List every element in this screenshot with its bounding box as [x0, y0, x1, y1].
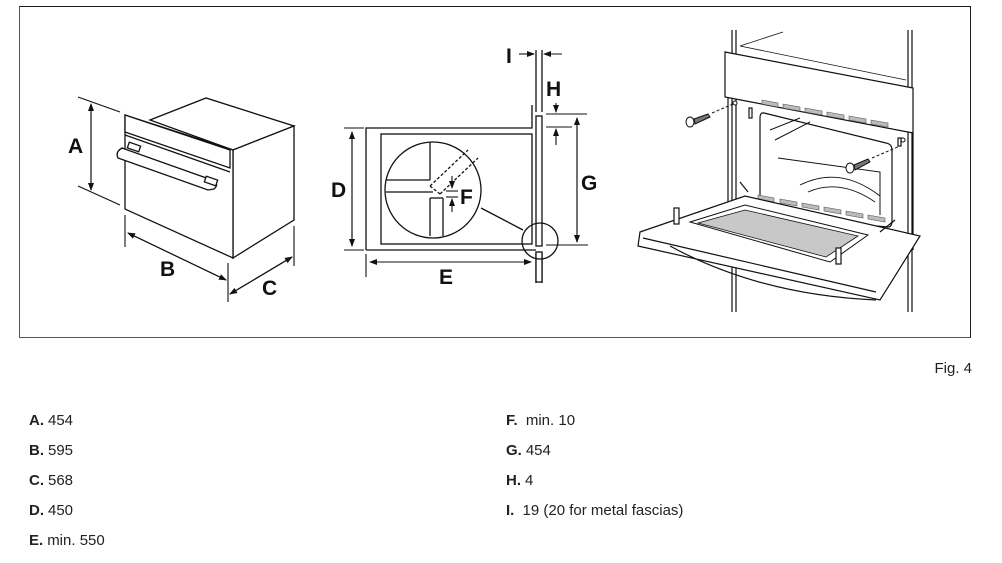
spec-key: C.: [29, 472, 44, 489]
spec-value: 454: [525, 442, 551, 459]
vent-slots: [757, 99, 889, 223]
installed-oven-drawing: [724, 30, 914, 312]
spec-value: 4: [525, 472, 534, 489]
spec-value: 450: [48, 502, 74, 519]
label-a: A: [68, 135, 83, 158]
dimension-lines-oven: [77, 96, 295, 302]
spec-value: min. 550: [47, 532, 105, 549]
label-h: H: [546, 78, 561, 101]
spec-item-i: I. 19 (20 for metal fascias): [506, 502, 683, 519]
oven-door-open: [637, 181, 921, 301]
label-g: G: [581, 172, 597, 195]
spec-value: 454: [48, 412, 74, 429]
label-e: E: [439, 266, 453, 289]
label-c: C: [262, 277, 277, 300]
spec-item-h: H.4: [506, 472, 533, 489]
installation-figure: A B C: [68, 30, 921, 312]
spec-item-g: G.454: [506, 442, 551, 459]
spec-key: F.: [506, 412, 518, 429]
spec-value: 568: [48, 472, 74, 489]
label-d: D: [331, 179, 346, 202]
spec-item-c: C.568: [29, 472, 73, 489]
spec-item-f: F. min. 10: [506, 412, 575, 429]
spec-key: B.: [29, 442, 44, 459]
spec-key: I.: [506, 502, 515, 519]
spec-value: 19 (20 for metal fascias): [522, 502, 684, 519]
label-b: B: [160, 258, 175, 281]
oven-isometric-drawing: [116, 97, 296, 260]
spec-key: A.: [29, 412, 44, 429]
spec-item-b: B.595: [29, 442, 73, 459]
figure-caption: Fig. 4: [934, 360, 972, 377]
screw-icon: [685, 100, 906, 174]
spec-item-e: E.min. 550: [29, 532, 105, 549]
spec-key: D.: [29, 502, 44, 519]
spec-key: H.: [506, 472, 521, 489]
spec-item-a: A.454: [29, 412, 73, 429]
spec-item-d: D.450: [29, 502, 73, 519]
dimension-lines-section: [344, 51, 588, 277]
cross-section-drawing: [365, 50, 559, 283]
spec-key: E.: [29, 532, 44, 549]
label-i: I: [506, 45, 512, 68]
label-f: F: [460, 186, 473, 209]
spec-value: min. 10: [525, 412, 576, 429]
spec-value: 595: [48, 442, 74, 459]
spec-key: G.: [506, 442, 522, 459]
